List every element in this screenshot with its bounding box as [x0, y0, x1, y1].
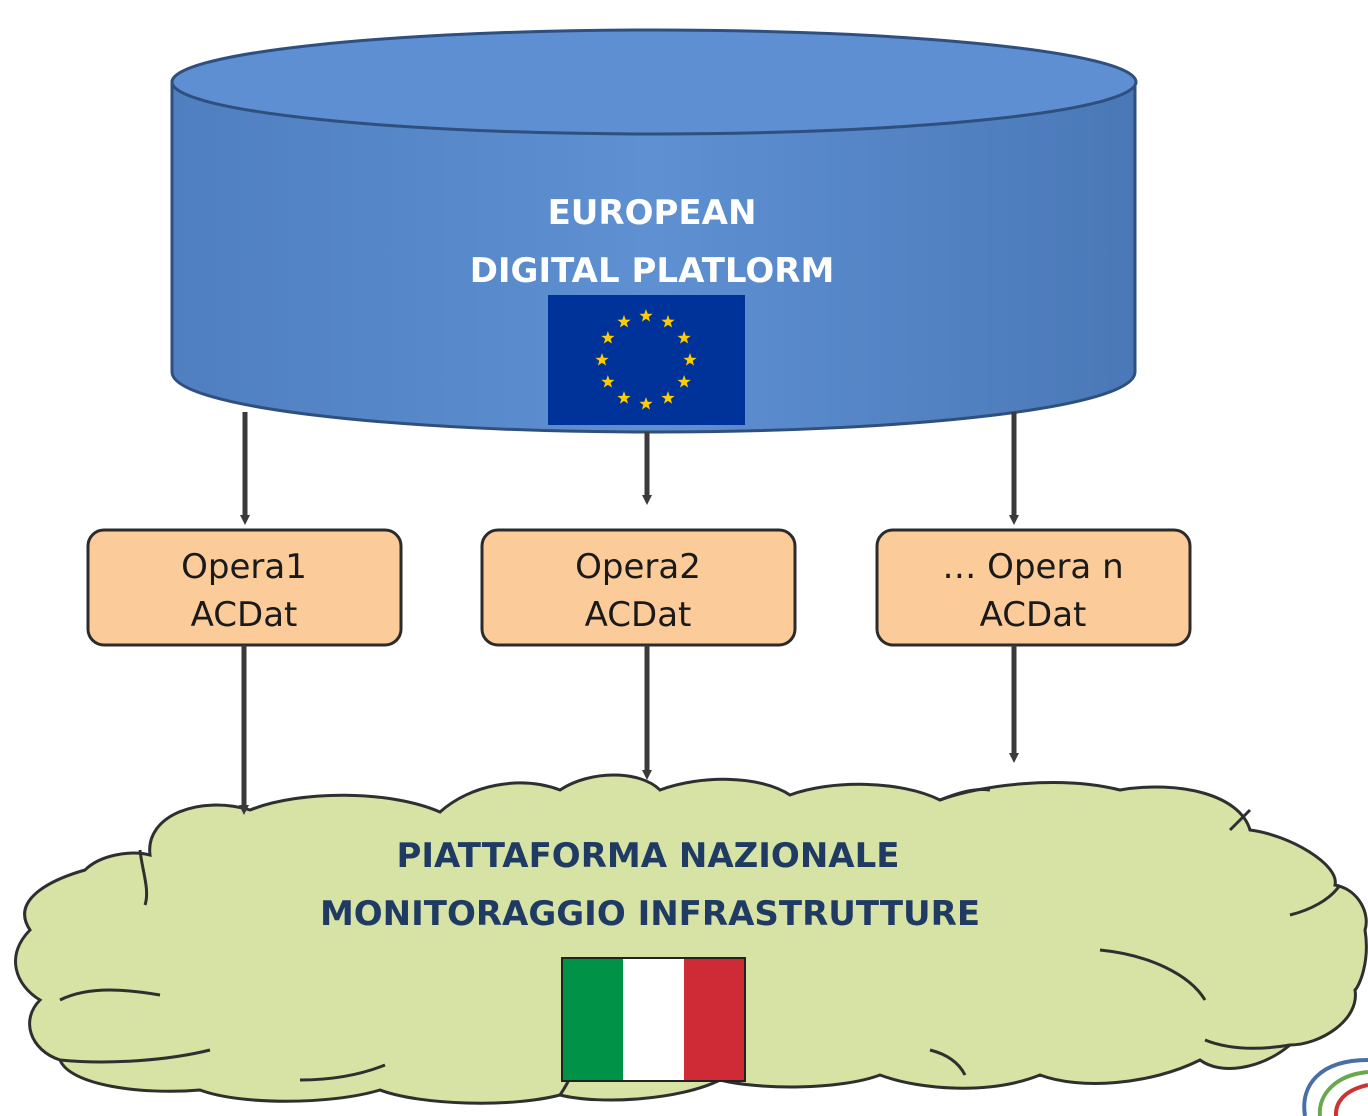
eu-flag-star — [639, 397, 653, 410]
eu-flag-star — [677, 331, 691, 344]
arrows-db-to-boxes — [240, 412, 1019, 525]
eu-flag-star — [617, 314, 631, 328]
box-opera-1-line2: ACDat — [191, 595, 298, 635]
database-top — [170, 28, 1138, 136]
eu-flag-star — [639, 309, 653, 322]
eu-flag-star — [601, 375, 615, 388]
cloud-title-line2: MONITORAGGIO INFRASTRUTTURE — [320, 894, 980, 934]
eu-flag-star — [677, 375, 691, 388]
cloud-title-line1: PIATTAFORMA NAZIONALE — [396, 836, 899, 876]
database-title-line1: EUROPEAN — [548, 193, 757, 233]
box-opera-1-line1: Opera1 — [181, 547, 307, 587]
eu-flag-star — [617, 391, 631, 404]
box-opera-2-line2: ACDat — [585, 595, 692, 635]
eu-flag-star — [595, 353, 609, 366]
database-cylinder: EUROPEAN DIGITAL PLATLORM — [170, 28, 1138, 434]
eu-flag-star — [601, 331, 615, 344]
database-title-line2: DIGITAL PLATLORM — [470, 251, 835, 291]
cloud-national-platform: PIATTAFORMA NAZIONALE MONITORAGGIO INFRA… — [14, 773, 1368, 1105]
logo-icon — [1302, 1058, 1368, 1116]
database-body — [170, 80, 1137, 434]
italy-flag-icon — [561, 957, 746, 1082]
box-opera-n-line2: ACDat — [980, 595, 1087, 635]
eu-flag-star — [661, 314, 675, 328]
eu-flag-star — [661, 391, 675, 404]
box-opera-1: Opera1 ACDat — [86, 528, 403, 647]
box-opera-n-line1: … Opera n — [942, 547, 1123, 587]
box-opera-2: Opera2 ACDat — [480, 528, 797, 647]
box-opera-n: … Opera n ACDat — [875, 528, 1192, 647]
eu-flag-star — [683, 353, 697, 366]
arrows-boxes-to-cloud — [239, 645, 1019, 815]
box-opera-2-line1: Opera2 — [575, 547, 701, 587]
eu-flag-icon — [548, 295, 745, 425]
